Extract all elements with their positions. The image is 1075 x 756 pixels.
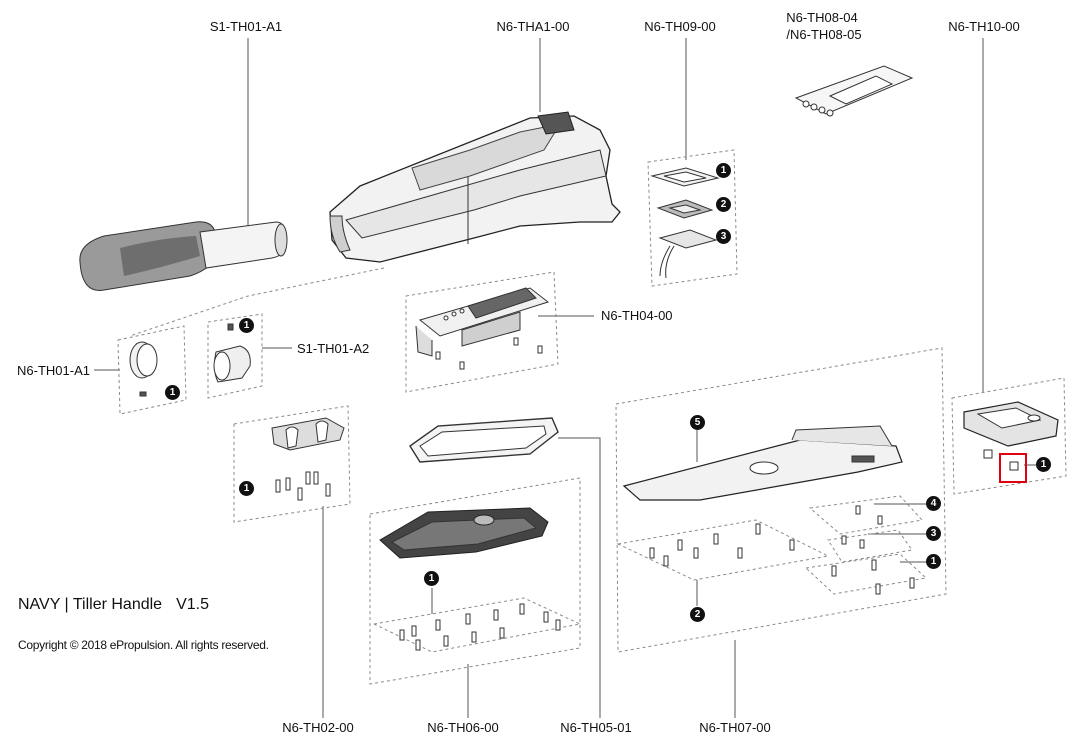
pcb-assembly bbox=[415, 287, 550, 370]
callout-th06-1: 1 bbox=[424, 571, 439, 586]
callout-th09-1: 1 bbox=[716, 163, 731, 178]
clamp-block bbox=[271, 417, 345, 501]
dashed-groups bbox=[117, 149, 1067, 685]
label-n6-th04-00: N6-TH04-00 bbox=[601, 308, 673, 323]
label-n6-th07-00: N6-TH07-00 bbox=[699, 720, 771, 735]
label-n6-th05-01: N6-TH05-01 bbox=[560, 720, 632, 735]
label-n6-th08-05: /N6-TH08-05 bbox=[786, 27, 862, 42]
version-text: V1.5 bbox=[176, 596, 209, 613]
label-n6-th08-04: N6-TH08-04 bbox=[786, 10, 858, 25]
side-module bbox=[963, 401, 1059, 471]
label-n6-th10-00: N6-TH10-00 bbox=[948, 19, 1020, 34]
label-n6-th06-00: N6-TH06-00 bbox=[427, 720, 499, 735]
callout-th02-1: 1 bbox=[239, 481, 254, 496]
label-s1-th01-a1: S1-TH01-A1 bbox=[209, 19, 283, 34]
base-plate bbox=[379, 507, 561, 651]
callout-th01a1-1: 1 bbox=[165, 385, 180, 400]
diagram-title: NAVY | Tiller Handle V1.5 bbox=[18, 596, 209, 614]
gasket bbox=[409, 417, 559, 463]
throttle-cap bbox=[213, 323, 251, 383]
main-plate bbox=[622, 425, 915, 595]
display-overlay bbox=[794, 65, 914, 117]
callout-th09-3: 3 bbox=[716, 229, 731, 244]
label-n6-th09-00: N6-TH09-00 bbox=[644, 19, 716, 34]
callout-th07-4: 4 bbox=[926, 496, 941, 511]
tiller-housing bbox=[329, 111, 621, 263]
copyright-text: Copyright © 2018 ePropulsion. All rights… bbox=[18, 638, 269, 652]
callout-th09-2: 2 bbox=[716, 197, 731, 212]
callout-th07-5: 5 bbox=[690, 415, 705, 430]
highlight-box bbox=[999, 453, 1027, 483]
label-s1-th01-a2: S1-TH01-A2 bbox=[297, 341, 370, 356]
label-n6-th01-a1: N6-TH01-A1 bbox=[17, 363, 90, 378]
seal-stack bbox=[650, 167, 720, 279]
leader-lines bbox=[94, 38, 1036, 718]
callout-th07-2: 2 bbox=[690, 607, 705, 622]
callout-th01a2-1: 1 bbox=[239, 318, 254, 333]
grip-handle bbox=[79, 221, 288, 291]
callout-th07-1: 1 bbox=[926, 554, 941, 569]
label-n6-th02-00: N6-TH02-00 bbox=[282, 720, 354, 735]
title-text: NAVY | Tiller Handle bbox=[18, 596, 163, 613]
label-n6-tha1-00: N6-THA1-00 bbox=[496, 19, 570, 34]
callout-th07-3: 3 bbox=[926, 526, 941, 541]
callout-th10-1: 1 bbox=[1036, 457, 1051, 472]
end-cap-ring bbox=[129, 341, 158, 397]
